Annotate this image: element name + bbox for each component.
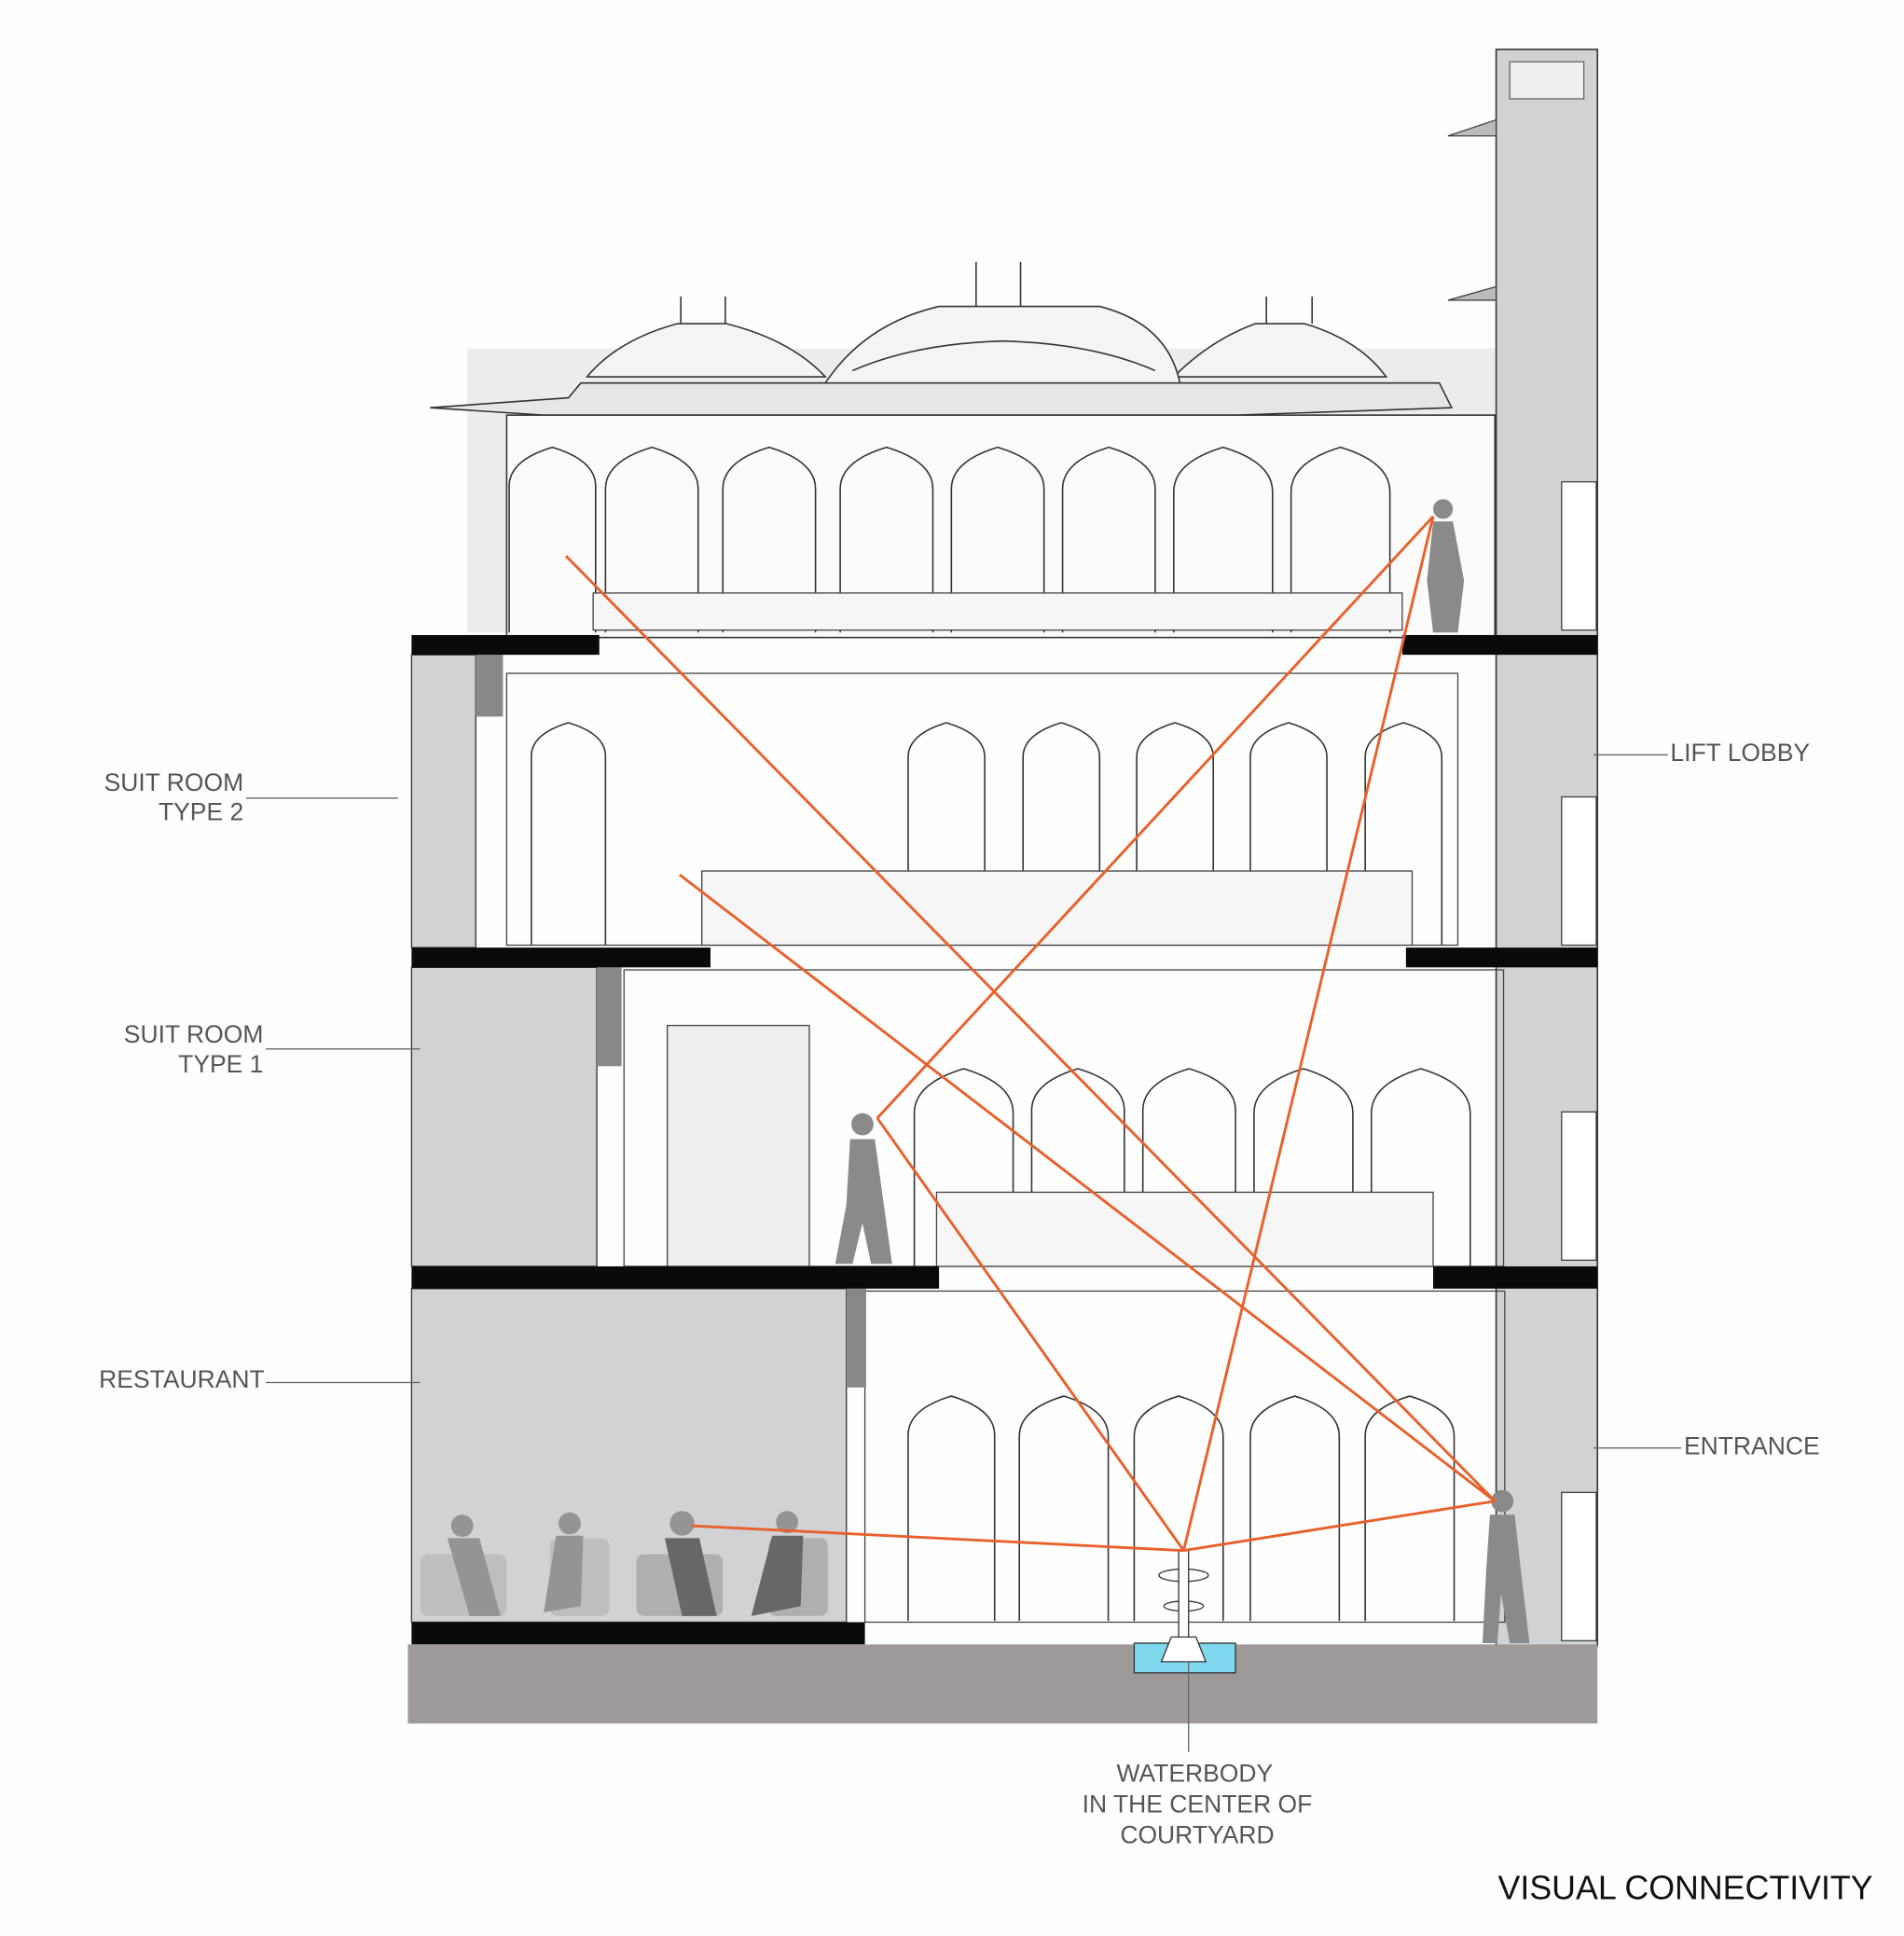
arch <box>907 1395 996 1622</box>
arch <box>722 446 817 633</box>
lift-door <box>1561 795 1597 947</box>
column-dark <box>597 967 622 1067</box>
arch <box>1364 1395 1456 1622</box>
arch <box>1370 1068 1471 1266</box>
arch <box>1290 446 1391 633</box>
arch <box>604 446 699 633</box>
people-silhouettes <box>420 499 1530 1644</box>
arch <box>950 446 1045 633</box>
column-dark <box>476 655 504 717</box>
sightline <box>876 1117 1185 1552</box>
label-entrance: ENTRANCE <box>1684 1431 1820 1459</box>
arch <box>1249 1395 1341 1622</box>
label-lift-lobby: LIFT LOBBY <box>1670 739 1810 767</box>
lift-door <box>1561 1491 1597 1642</box>
arch <box>1136 722 1214 946</box>
sightline <box>1181 516 1435 1551</box>
column-dark <box>846 1288 866 1388</box>
arch <box>1018 1395 1110 1622</box>
arch <box>1364 722 1443 946</box>
person-suite1-icon <box>835 1113 892 1265</box>
tower-cornice <box>1447 118 1497 301</box>
diners-icon <box>420 1511 828 1616</box>
fountain <box>1158 1549 1209 1663</box>
arch <box>508 446 597 633</box>
floor-slabs <box>411 634 1598 1645</box>
sightline <box>564 555 1497 1502</box>
sightline <box>1183 1500 1496 1553</box>
lift-door <box>1561 1111 1597 1261</box>
arch <box>1173 446 1274 633</box>
diagram-title: VISUAL CONNECTIVITY <box>1498 1869 1873 1906</box>
sightlines <box>564 515 1497 1553</box>
wall-suite-1 <box>410 966 598 1267</box>
arch <box>1030 1068 1125 1266</box>
lift-door <box>1561 481 1597 631</box>
tower-top-jali <box>1509 61 1585 100</box>
wall-suite-2 <box>410 654 476 948</box>
label-restaurant: RESTAURANT <box>99 1365 265 1393</box>
arch <box>1249 722 1328 946</box>
arch <box>1253 1068 1354 1266</box>
sightline <box>876 515 1435 1119</box>
arch <box>1133 1395 1224 1622</box>
arch <box>531 722 607 946</box>
person-roof-icon <box>1427 499 1465 633</box>
arch <box>839 446 934 633</box>
arch <box>1022 722 1101 946</box>
sightline <box>692 1524 1184 1553</box>
arch <box>913 1068 1014 1266</box>
arch <box>907 722 986 946</box>
sightline <box>678 873 1497 1502</box>
arch <box>1141 1068 1236 1266</box>
arch <box>1061 446 1156 633</box>
arcade-arches <box>508 446 1471 1622</box>
ground <box>407 1644 1598 1724</box>
person-entrance-icon <box>1483 1489 1530 1644</box>
